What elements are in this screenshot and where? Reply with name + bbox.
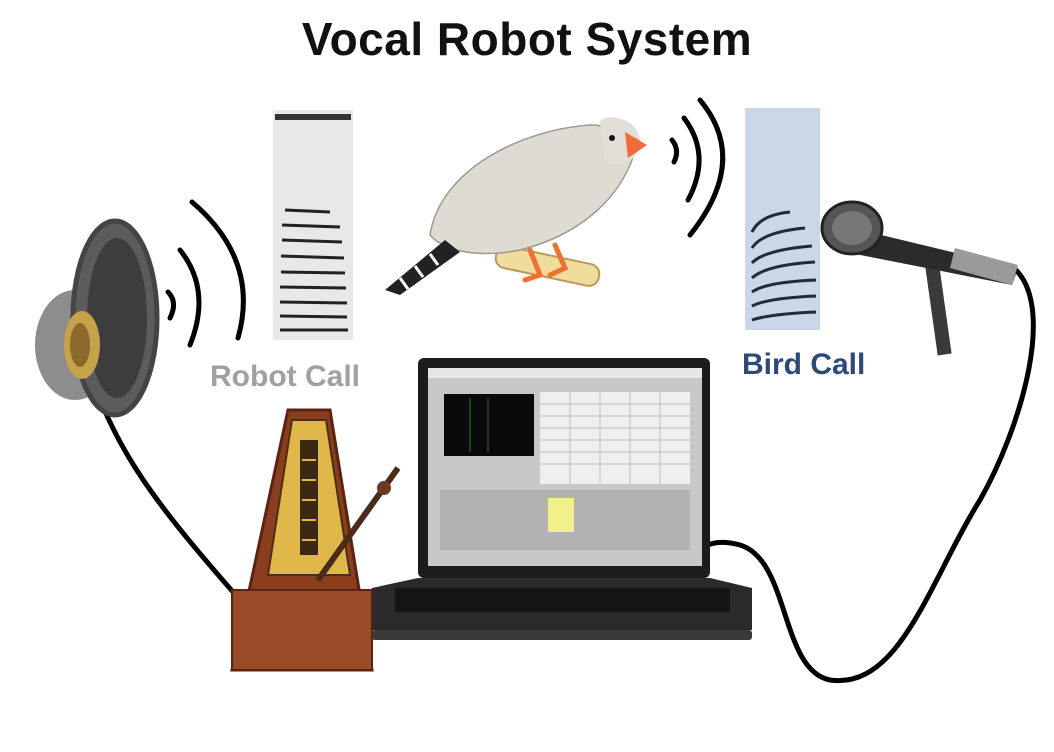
laptop-icon [372,358,752,640]
diagram-title: Vocal Robot System [301,13,753,65]
robot-sound-wave-icon [165,199,246,348]
bird-spectrogram-icon [745,108,820,330]
microphone-icon [820,200,1018,356]
metronome-icon [230,408,401,672]
robot-call-label: Robot Call [210,360,360,393]
bird-call-label: Bird Call [742,348,866,381]
speaker-icon [35,218,160,418]
bird-sound-wave-icon [669,97,726,238]
microphone-cable [707,262,1036,684]
bird-icon [385,117,647,295]
robot-spectrogram-icon [273,110,353,340]
